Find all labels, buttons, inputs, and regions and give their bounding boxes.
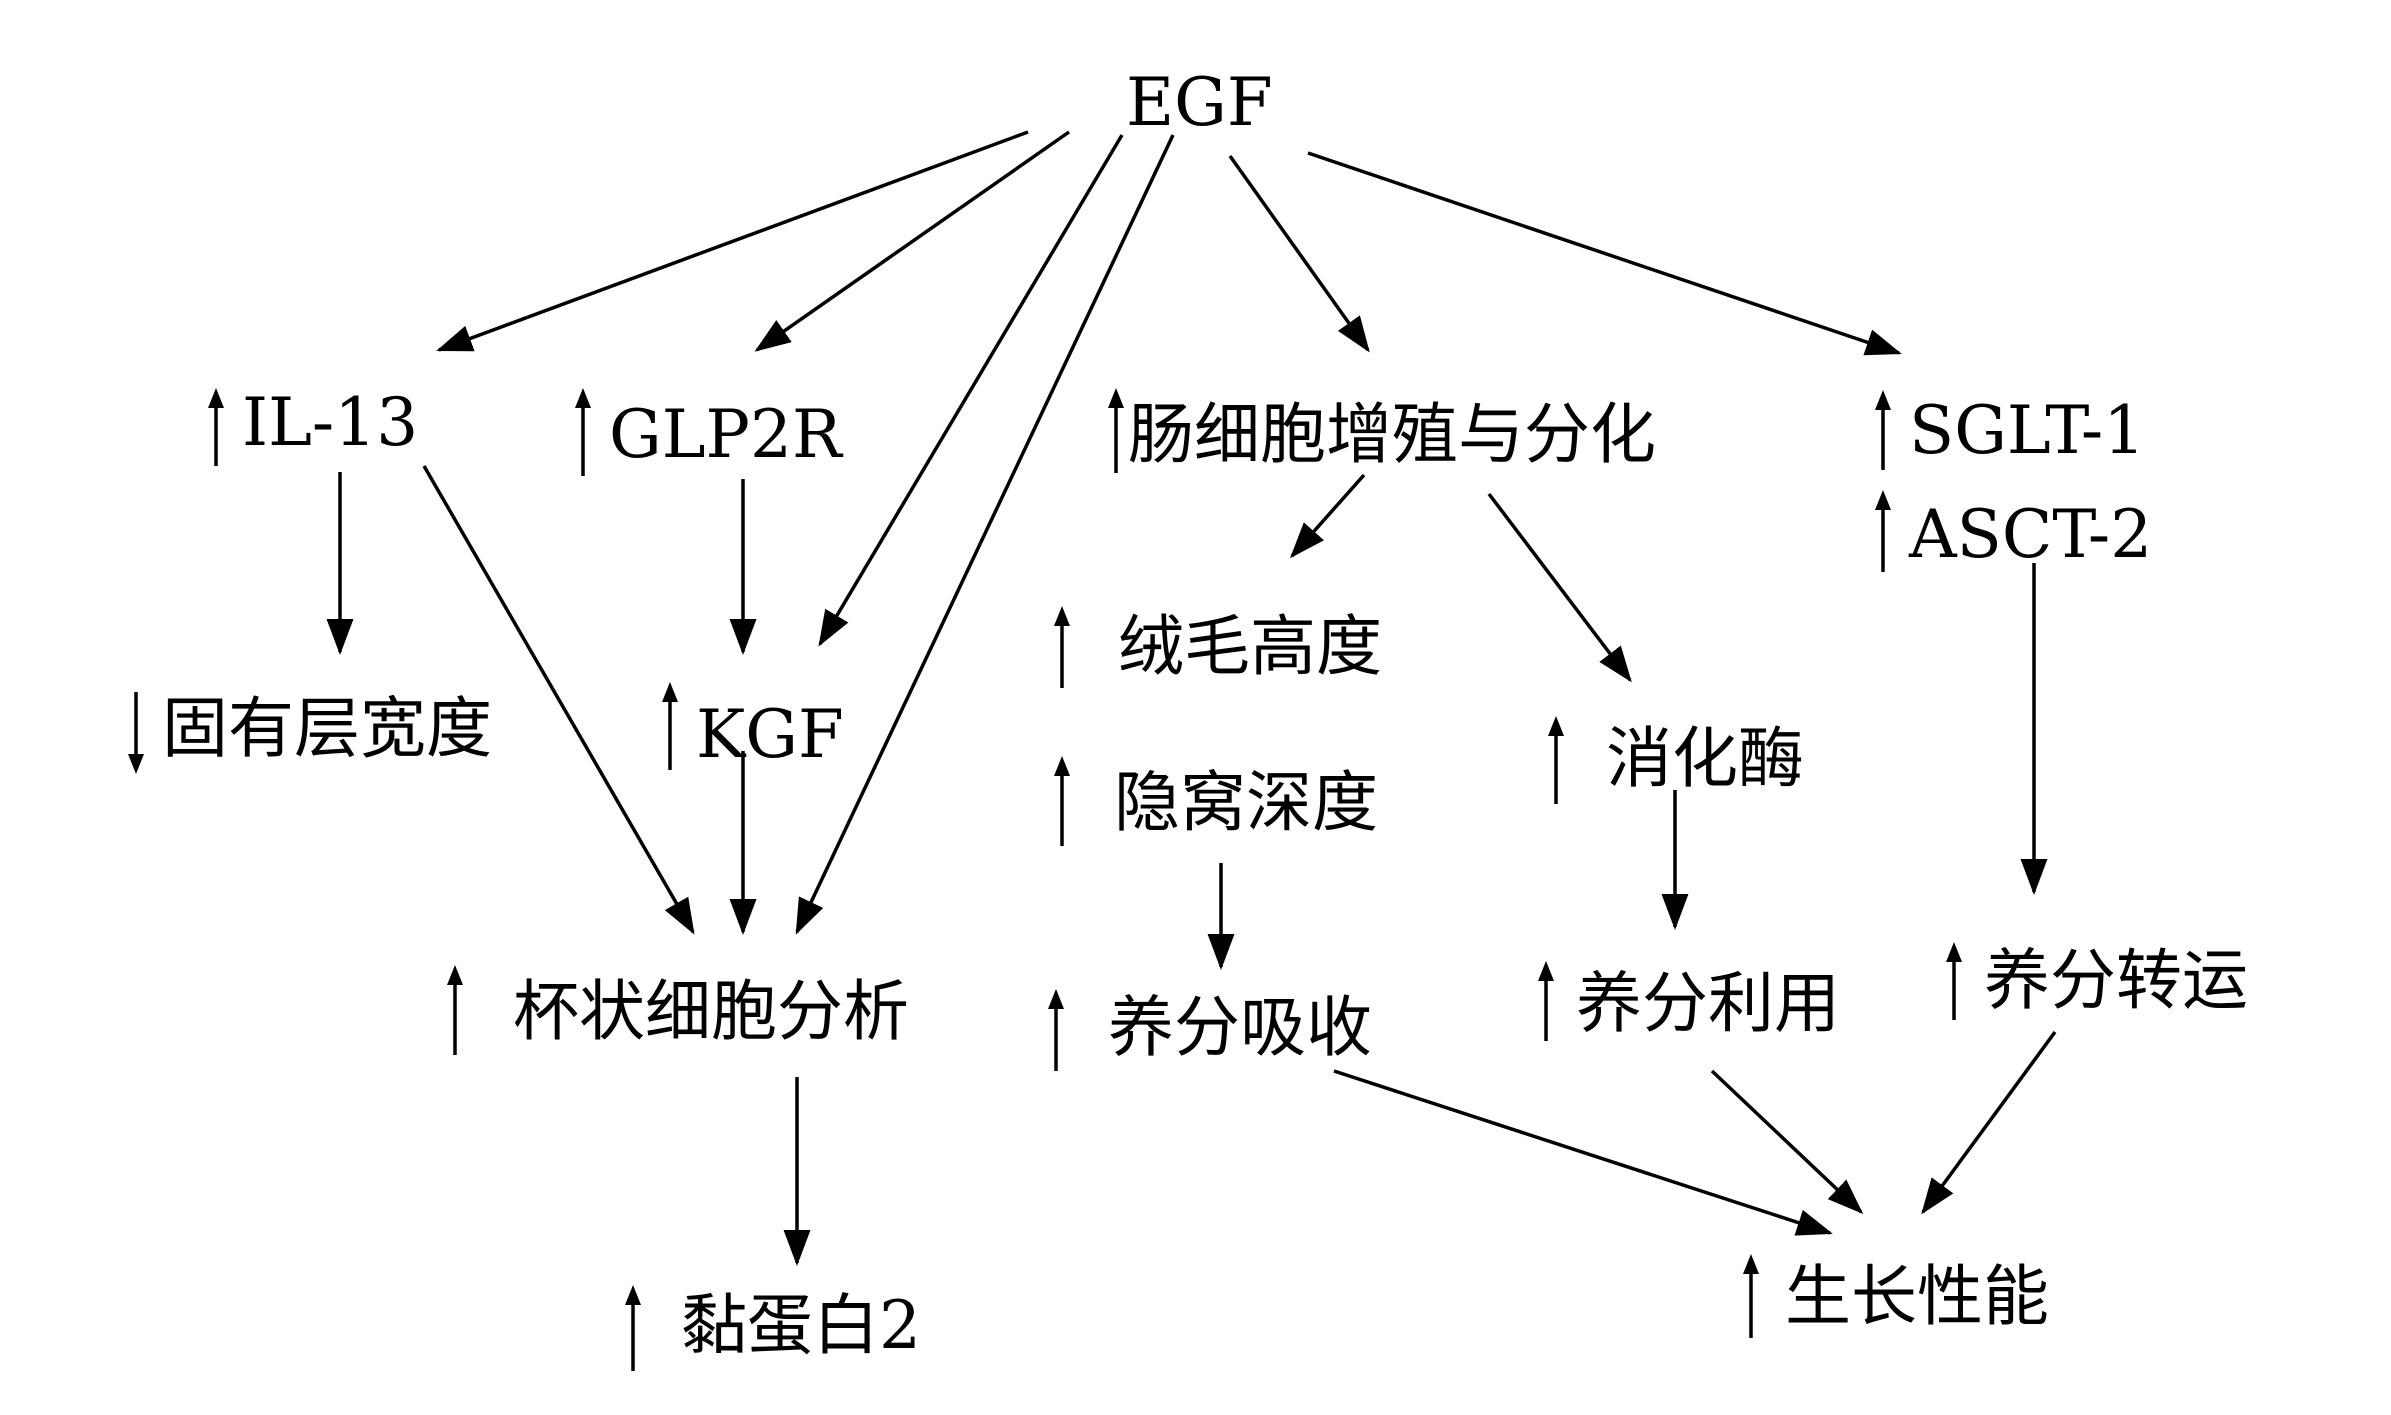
- node-utilization: 养分利用: [1536, 961, 1840, 1052]
- node-absorption: 养分吸收: [1046, 989, 1372, 1082]
- decrease-arrow-icon: [126, 692, 146, 774]
- node-proliferation: 肠细胞增殖与分化: [1106, 388, 1656, 484]
- edge-utilization-growth: [1710, 1069, 1864, 1215]
- increase-arrow-icon: [660, 682, 680, 770]
- edge-egf-goblet: [795, 134, 1175, 935]
- node-kgf: KGF: [660, 682, 844, 781]
- node-enzyme: 消化酶: [1546, 716, 1804, 815]
- edge-egf-proliferation: [1228, 154, 1370, 353]
- edge-proliferation-villus: [1290, 473, 1366, 559]
- increase-arrow-icon: [1052, 756, 1072, 846]
- node-egf-label: EGF: [1126, 64, 1273, 141]
- node-mucin: 黏蛋白2: [623, 1285, 921, 1382]
- node-asct2-label: ASCT-2: [1909, 496, 2153, 573]
- increase-arrow-icon: [206, 388, 226, 466]
- node-glp2r-label: GLP2R: [609, 396, 842, 473]
- node-transport-label: 养分转运: [1984, 942, 2248, 1019]
- node-il13: IL-13: [206, 388, 418, 477]
- node-crypt-label: 隐窝深度: [1114, 764, 1378, 841]
- edge-transport-growth: [1921, 1030, 2057, 1215]
- edge-absorption-growth: [1333, 1069, 1833, 1236]
- increase-arrow-icon: [1546, 716, 1566, 804]
- node-sglt1-label: SGLT-1: [1909, 392, 2146, 469]
- node-il13-label: IL-13: [242, 384, 419, 461]
- edge-egf-il13: [436, 130, 1029, 352]
- increase-arrow-icon: [1046, 989, 1066, 1071]
- node-mucin-label: 黏蛋白2: [681, 1287, 921, 1364]
- node-egf: EGF: [1126, 70, 1273, 136]
- node-growth-label: 生长性能: [1785, 1258, 2049, 1335]
- node-lamina-label: 固有层宽度: [162, 690, 492, 767]
- edge-egf-glp2r: [754, 130, 1071, 352]
- node-goblet-label: 杯状细胞分析: [513, 973, 909, 1050]
- increase-arrow-icon: [1873, 390, 1893, 470]
- node-villus: 绒毛高度: [1052, 606, 1382, 699]
- node-crypt: 隐窝深度: [1052, 756, 1378, 857]
- increase-arrow-icon: [1106, 388, 1126, 473]
- increase-arrow-icon: [1873, 490, 1893, 572]
- node-goblet: 杯状细胞分析: [445, 965, 909, 1066]
- increase-arrow-icon: [1741, 1254, 1761, 1338]
- node-absorption-label: 养分吸收: [1108, 989, 1372, 1066]
- node-asct2: ASCT-2: [1873, 490, 2152, 583]
- edge-proliferation-enzyme: [1487, 492, 1632, 683]
- increase-arrow-icon: [1944, 942, 1964, 1020]
- increase-arrow-icon: [623, 1285, 643, 1371]
- node-lamina: 固有层宽度: [126, 692, 492, 785]
- increase-arrow-icon: [445, 965, 465, 1055]
- edge-il13-goblet: [422, 465, 695, 935]
- node-glp2r: GLP2R: [573, 388, 842, 487]
- node-sglt1: SGLT-1: [1873, 390, 2145, 481]
- increase-arrow-icon: [573, 388, 593, 476]
- node-utilization-label: 养分利用: [1576, 965, 1840, 1042]
- node-growth: 生长性能: [1741, 1254, 2049, 1349]
- node-villus-label: 绒毛高度: [1118, 608, 1382, 685]
- increase-arrow-icon: [1052, 606, 1072, 688]
- node-enzyme-label: 消化酶: [1606, 720, 1804, 797]
- edge-egf-sglt1: [1307, 151, 1902, 356]
- node-kgf-label: KGF: [696, 696, 844, 773]
- node-proliferation-label: 肠细胞增殖与分化: [1128, 396, 1656, 473]
- edge-egf-kgf: [818, 134, 1124, 647]
- node-transport: 养分转运: [1944, 942, 2248, 1031]
- increase-arrow-icon: [1536, 961, 1556, 1041]
